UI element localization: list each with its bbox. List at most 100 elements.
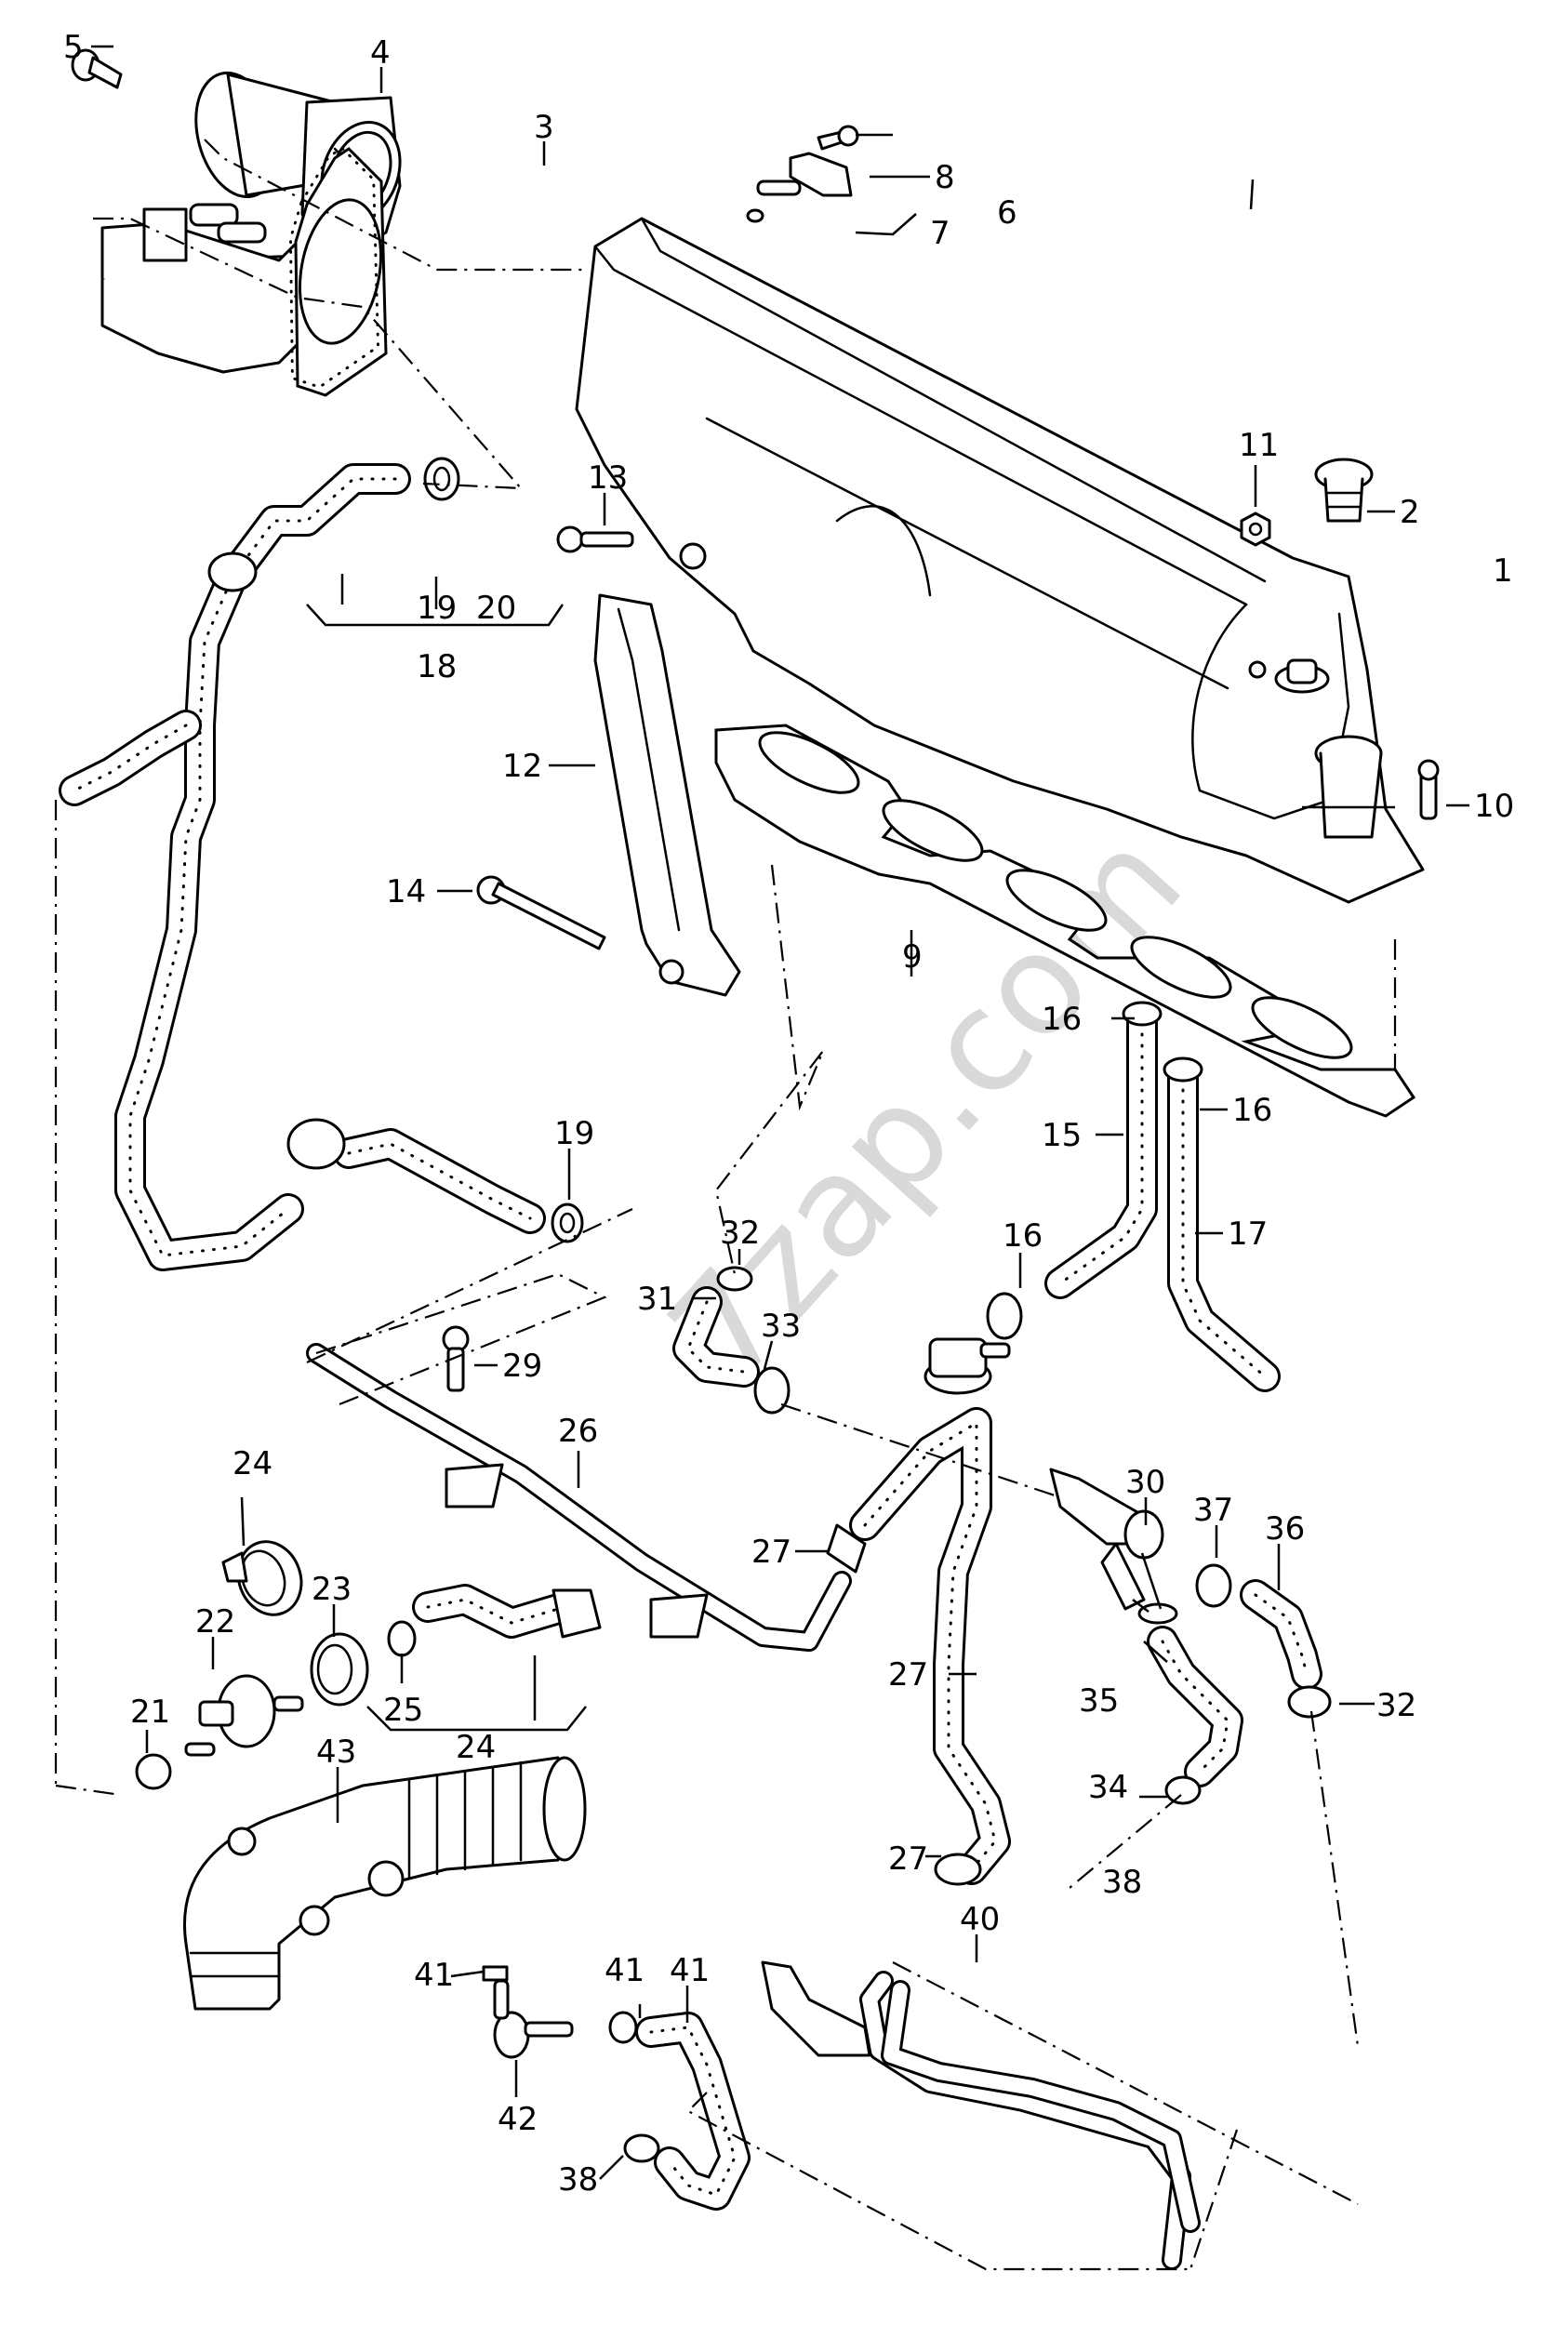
clip-41a[interactable] bbox=[482, 1965, 509, 1982]
callout-24: 24 bbox=[456, 1729, 496, 1766]
manifold-bracket[interactable] bbox=[593, 593, 741, 997]
callout-35: 35 bbox=[1079, 1682, 1119, 1720]
hose-31[interactable] bbox=[672, 1286, 760, 1388]
manifold-nut[interactable] bbox=[1240, 512, 1271, 547]
pipe-bolt[interactable] bbox=[442, 1325, 470, 1392]
callout-39: 40 bbox=[960, 1901, 1000, 1938]
callout-2: 2 bbox=[1400, 494, 1420, 531]
callout-13: 13 bbox=[588, 459, 628, 497]
callout-8: 8 bbox=[935, 159, 955, 196]
callout-16c: 16 bbox=[1003, 1217, 1043, 1255]
callout-37: 37 bbox=[1193, 1492, 1233, 1529]
hose-28[interactable] bbox=[849, 1407, 1011, 1885]
callout-21: 22 bbox=[195, 1603, 235, 1641]
callout-17: 17 bbox=[1228, 1216, 1268, 1253]
callout-20b: 21 bbox=[130, 1694, 170, 1731]
callout-19b: 19 bbox=[554, 1115, 594, 1152]
hose-clamp-19[interactable] bbox=[423, 457, 460, 501]
hose-clamp-19b[interactable] bbox=[551, 1202, 584, 1243]
callout-33: 33 bbox=[761, 1308, 801, 1345]
pressure-regulator[interactable] bbox=[924, 1337, 1011, 1395]
callout-41b: 41 bbox=[605, 1952, 644, 1989]
callout-18: 18 bbox=[417, 648, 457, 685]
hose-clamp-32[interactable] bbox=[716, 1266, 753, 1292]
grommet-22[interactable] bbox=[310, 1632, 369, 1707]
callout-38b: 38 bbox=[558, 2161, 598, 2199]
clamp-38b[interactable] bbox=[623, 2133, 660, 2163]
callout-28: 27 bbox=[888, 1656, 928, 1694]
callout-10: 10 bbox=[1474, 788, 1514, 825]
vacuum-pipe[interactable] bbox=[306, 1343, 852, 1652]
hose-clamp-35[interactable] bbox=[1137, 1602, 1178, 1625]
throttle-body-bolt[interactable] bbox=[71, 48, 123, 89]
hose-clamp-16a[interactable] bbox=[1122, 1001, 1163, 1027]
callout-27a: 27 bbox=[751, 1534, 791, 1571]
hose-17[interactable] bbox=[1167, 1063, 1281, 1392]
callout-40: 41 bbox=[670, 1952, 710, 1989]
hose-clamp-16c[interactable] bbox=[986, 1292, 1023, 1340]
callout-14: 14 bbox=[386, 873, 426, 910]
callout-11: 11 bbox=[1239, 427, 1279, 464]
hose-clamp-37[interactable] bbox=[1195, 1563, 1232, 1608]
callout-26: 26 bbox=[558, 1413, 598, 1450]
callout-29: 29 bbox=[502, 1348, 542, 1385]
clamp-20[interactable] bbox=[135, 1753, 172, 1790]
manifold-plug[interactable] bbox=[1314, 458, 1374, 523]
callout-31: 31 bbox=[637, 1281, 677, 1318]
valve-30[interactable] bbox=[1049, 1468, 1164, 1611]
pipe-39[interactable] bbox=[761, 1960, 1201, 2270]
callout-12: 12 bbox=[502, 748, 542, 785]
callout-20a: 20 bbox=[476, 590, 516, 627]
hose-clamp-32b[interactable] bbox=[1287, 1685, 1332, 1719]
manifold-bolt-10[interactable] bbox=[1417, 759, 1440, 820]
callout-34: 34 bbox=[1088, 1769, 1128, 1806]
callout-22: 23 bbox=[312, 1571, 352, 1608]
manifold-bolt[interactable] bbox=[556, 525, 634, 553]
valve-42[interactable] bbox=[493, 1979, 574, 2059]
callout-38a: 38 bbox=[1102, 1864, 1142, 1901]
callout-32a: 32 bbox=[720, 1215, 760, 1252]
clip-41b[interactable] bbox=[608, 2011, 638, 2044]
clamp-23[interactable] bbox=[221, 1533, 312, 1624]
callout-32b: 32 bbox=[1376, 1687, 1416, 1724]
callout-6: 6 bbox=[997, 194, 1017, 232]
bracket-bolt[interactable] bbox=[476, 875, 606, 950]
callout-43: 43 bbox=[316, 1734, 356, 1771]
callout-41a: 41 bbox=[414, 1957, 454, 1994]
hose-15[interactable] bbox=[1044, 1007, 1158, 1299]
hose-clamp-33[interactable] bbox=[753, 1366, 791, 1415]
callout-36: 36 bbox=[1265, 1510, 1305, 1548]
intake-duct-43[interactable] bbox=[183, 1756, 587, 2011]
assembly-lines bbox=[54, 139, 1397, 2271]
callout-9: 9 bbox=[902, 938, 923, 976]
callout-19a: 19 bbox=[417, 590, 457, 627]
manifold-gasket[interactable] bbox=[714, 721, 1416, 1118]
callout-42: 42 bbox=[498, 2101, 538, 2138]
hose-clamp-27b[interactable] bbox=[934, 1853, 982, 1886]
hose-36[interactable] bbox=[1240, 1579, 1322, 1690]
callout-4: 4 bbox=[370, 34, 391, 72]
sensor-assembly[interactable] bbox=[746, 125, 859, 223]
clamp-25[interactable] bbox=[387, 1620, 417, 1657]
callout-labels: 5 4 3 8 6 7 11 2 1 13 19 20 18 12 10 14 … bbox=[63, 29, 1514, 2199]
callout-7: 7 bbox=[930, 215, 950, 252]
callout-16a: 16 bbox=[1042, 1001, 1082, 1038]
hose-clamp-16b[interactable] bbox=[1163, 1056, 1203, 1083]
intake-manifold[interactable] bbox=[575, 217, 1425, 904]
valve-21[interactable] bbox=[184, 1674, 304, 1757]
hose-clamp-38a[interactable] bbox=[1164, 1775, 1202, 1805]
vacuum-hose-18[interactable] bbox=[59, 463, 546, 1271]
callout-30: 30 bbox=[1125, 1464, 1165, 1501]
callout-25: 25 bbox=[383, 1692, 423, 1729]
callout-16b: 16 bbox=[1232, 1092, 1272, 1129]
callout-5: 5 bbox=[63, 29, 84, 66]
callout-23: 24 bbox=[233, 1445, 272, 1482]
hose-24[interactable] bbox=[412, 1584, 602, 1639]
callout-15: 15 bbox=[1042, 1117, 1082, 1154]
hose-40[interactable] bbox=[635, 2012, 751, 2211]
callout-27b: 27 bbox=[888, 1840, 928, 1878]
callout-1: 1 bbox=[1493, 552, 1513, 590]
hose-34[interactable] bbox=[1147, 1626, 1243, 1787]
